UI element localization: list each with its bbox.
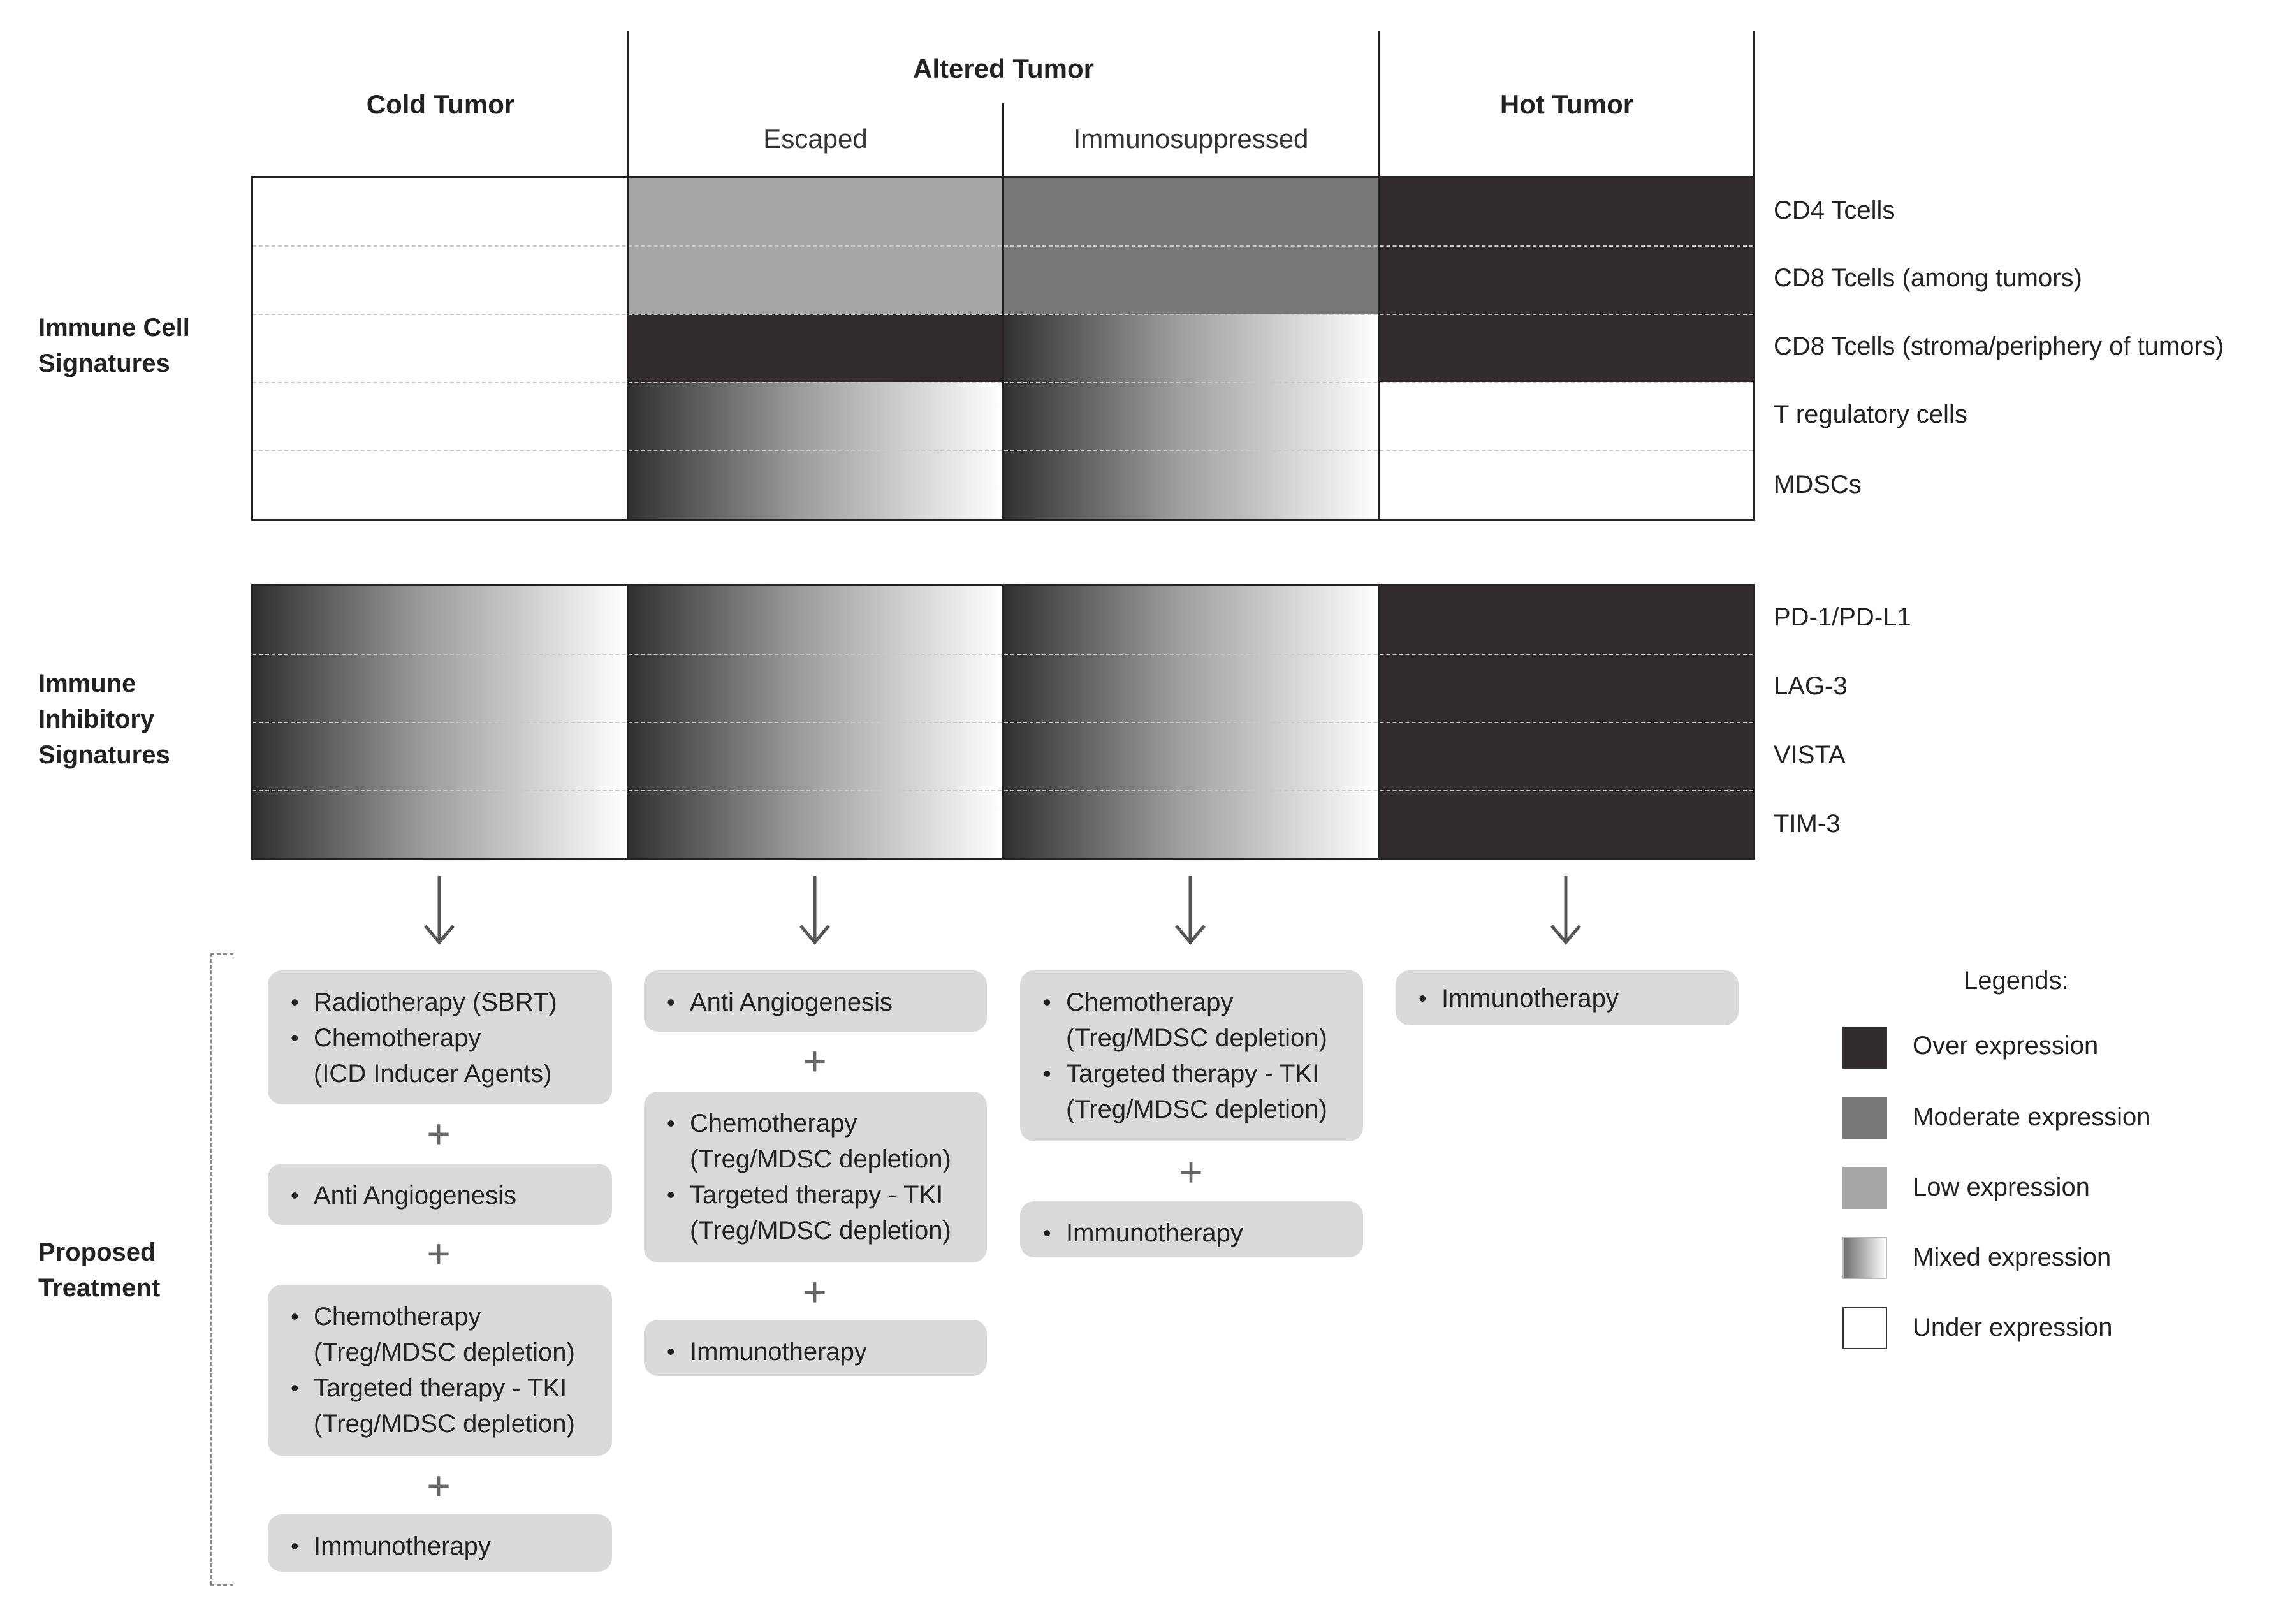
section-label-line: Proposed [38, 1238, 156, 1266]
treatment-item: Radiotherapy (SBRT) [291, 984, 599, 1020]
treatment-item: Chemotherapy(ICD Inducer Agents) [291, 1020, 599, 1092]
section-label-line: Immune Cell [38, 314, 190, 342]
row-label-mdscs: MDSCs [1774, 471, 1862, 499]
row-label-cd8-stroma: CD8 Tcells (stroma/periphery of tumors) [1774, 332, 2224, 360]
header-escaped: Escaped [763, 124, 868, 154]
row-label-cd8-among: CD8 Tcells (among tumors) [1774, 264, 2082, 292]
section-label-line: Immune [38, 669, 136, 698]
immune-cell-grid-border [251, 176, 1755, 521]
header-cold-tumor: Cold Tumor [366, 89, 515, 119]
treatment-item: Anti Angiogenesis [667, 984, 974, 1020]
treatment-item: Immunotherapy [667, 1334, 974, 1370]
treatment-box-immunosuppressed-1: Chemotherapy(Treg/MDSC depletion) Target… [1020, 970, 1363, 1141]
section-immune-cell-signatures: Immune Cell Signatures [38, 310, 190, 381]
section-label-line: Treatment [38, 1274, 161, 1302]
cell-escaped-cd8-stroma-over [627, 314, 1002, 382]
grid-divider [1378, 177, 1380, 520]
row-label-lag3: LAG-3 [1774, 672, 1848, 700]
arrow-down-icon [1175, 876, 1206, 945]
legend-title: Legends: [1964, 967, 2069, 995]
treatment-item: Anti Angiogenesis [291, 1178, 599, 1213]
treatment-box-immunosuppressed-2: Immunotherapy [1020, 1201, 1363, 1257]
legend-label-low: Low expression [1913, 1173, 2090, 1201]
section-immune-inhibitory-signatures: Immune Inhibitory Signatures [38, 666, 170, 773]
treatment-item: Targeted therapy - TKI(Treg/MDSC depleti… [291, 1370, 599, 1442]
header-divider-hot-right [1753, 31, 1755, 177]
inhibitory-grid-border [251, 584, 1755, 860]
grid-divider [627, 585, 629, 858]
header-divider-altered-hot [1378, 31, 1380, 177]
grid-divider [1378, 585, 1380, 858]
legend-swatch-over [1842, 1027, 1887, 1069]
treatment-box-cold-2: Anti Angiogenesis [268, 1164, 612, 1225]
row-label-pd1: PD-1/PD-L1 [1774, 603, 1911, 631]
treatment-item: Targeted therapy - TKI(Treg/MDSC depleti… [667, 1177, 974, 1248]
cell-hot-cd4-cd8-over [1378, 177, 1753, 382]
section-label-line: Signatures [38, 349, 170, 377]
plus-sign: + [1179, 1149, 1203, 1195]
row-label-vista: VISTA [1774, 741, 1846, 769]
legend-swatch-low [1842, 1167, 1887, 1209]
grid-divider [1002, 177, 1004, 520]
treatment-item: Targeted therapy - TKI(Treg/MDSC depleti… [1043, 1056, 1350, 1127]
treatment-item: Immunotherapy [1419, 981, 1726, 1016]
section-label-line: Inhibitory [38, 705, 155, 733]
legend-label-under: Under expression [1913, 1313, 2113, 1342]
treatment-box-cold-4: Immunotherapy [268, 1514, 612, 1572]
bracket-tick-top [210, 953, 233, 955]
treatment-item: Chemotherapy(Treg/MDSC depletion) [1043, 984, 1350, 1056]
plus-sign: + [427, 1111, 451, 1157]
legend-swatch-under [1842, 1307, 1887, 1349]
treatment-bracket [210, 953, 212, 1584]
treatment-box-cold-3: Chemotherapy(Treg/MDSC depletion) Target… [268, 1285, 612, 1456]
section-label-line: Signatures [38, 741, 170, 769]
plus-sign: + [803, 1038, 827, 1084]
plus-sign: + [427, 1463, 451, 1509]
bracket-tick-bottom [210, 1584, 233, 1586]
treatment-item: Chemotherapy(Treg/MDSC depletion) [291, 1299, 599, 1370]
cell-immunosuppressed-cd8-stroma-mixed [1002, 314, 1378, 382]
treatment-box-cold-1: Radiotherapy (SBRT) Chemotherapy(ICD Ind… [268, 970, 612, 1104]
treatment-item: Immunotherapy [291, 1528, 599, 1564]
legend-swatch-moderate [1842, 1097, 1887, 1139]
header-altered-tumor: Altered Tumor [913, 54, 1094, 84]
treatment-box-escaped-1: Anti Angiogenesis [644, 970, 987, 1032]
arrow-down-icon [799, 876, 830, 945]
cell-cold-immune [252, 177, 627, 520]
header-divider-escaped-immunosuppressed [1002, 103, 1004, 177]
plus-sign: + [427, 1231, 451, 1277]
row-label-tim3: TIM-3 [1774, 810, 1841, 838]
row-label-cd4: CD4 Tcells [1774, 196, 1895, 224]
treatment-item: Immunotherapy [1043, 1215, 1350, 1251]
arrow-down-icon [424, 876, 455, 945]
grid-divider [627, 177, 629, 520]
legend-label-moderate: Moderate expression [1913, 1103, 2151, 1131]
treatment-box-escaped-3: Immunotherapy [644, 1320, 987, 1376]
arrow-down-icon [1550, 876, 1581, 945]
section-proposed-treatment: Proposed Treatment [38, 1234, 160, 1306]
grid-divider [1002, 585, 1004, 858]
legend-swatch-mixed [1842, 1237, 1887, 1279]
row-label-treg: T regulatory cells [1774, 400, 1967, 428]
header-immunosuppressed: Immunosuppressed [1073, 124, 1309, 154]
header-divider-cold-altered [627, 31, 629, 177]
legend-label-mixed: Mixed expression [1913, 1243, 2112, 1271]
header-hot-tumor: Hot Tumor [1499, 89, 1634, 119]
treatment-box-escaped-2: Chemotherapy(Treg/MDSC depletion) Target… [644, 1092, 987, 1262]
treatment-item: Chemotherapy(Treg/MDSC depletion) [667, 1106, 974, 1177]
treatment-box-hot-1: Immunotherapy [1396, 970, 1739, 1025]
legend-label-over: Over expression [1913, 1032, 2099, 1060]
plus-sign: + [803, 1269, 827, 1315]
